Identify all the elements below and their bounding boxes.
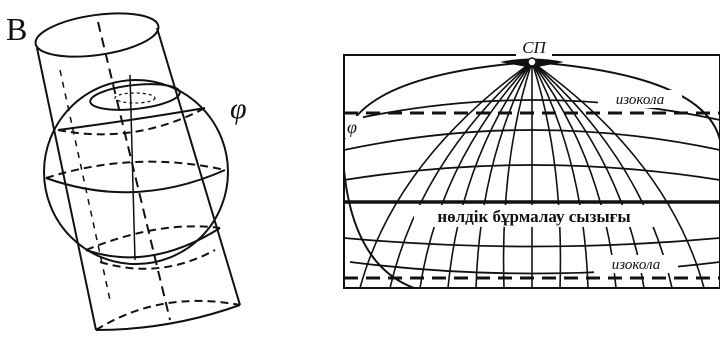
isocol-bottom-label: изокола	[612, 257, 660, 273]
meridian	[532, 62, 560, 288]
zero-line-label: нөлдік бұрмалау сызығы	[437, 207, 630, 226]
cylinder-bottom-back-arc	[96, 301, 240, 330]
pole-label: СП	[522, 38, 547, 57]
secant-cylinder-diagram: B φ	[6, 7, 247, 330]
cylinder-axis-line	[98, 22, 170, 320]
lower-ring-back	[100, 250, 215, 269]
isocol-top-label: изокола	[616, 92, 664, 108]
map-phi-label: φ	[347, 117, 357, 137]
meridian	[504, 62, 532, 288]
panel-letter: B	[6, 11, 27, 47]
upper-section-hatch	[115, 93, 155, 103]
cylinder-top-ellipse	[33, 7, 161, 64]
meridian	[360, 62, 532, 288]
phi-label: φ	[230, 92, 247, 125]
meridian	[390, 62, 532, 288]
sphere-axis-line	[130, 75, 135, 260]
map-projection-diagram: СП изокола φ нөлдік бұрмалау сызығы изок…	[344, 38, 720, 290]
lower-secant-front	[86, 228, 220, 257]
pole-point	[528, 58, 536, 66]
